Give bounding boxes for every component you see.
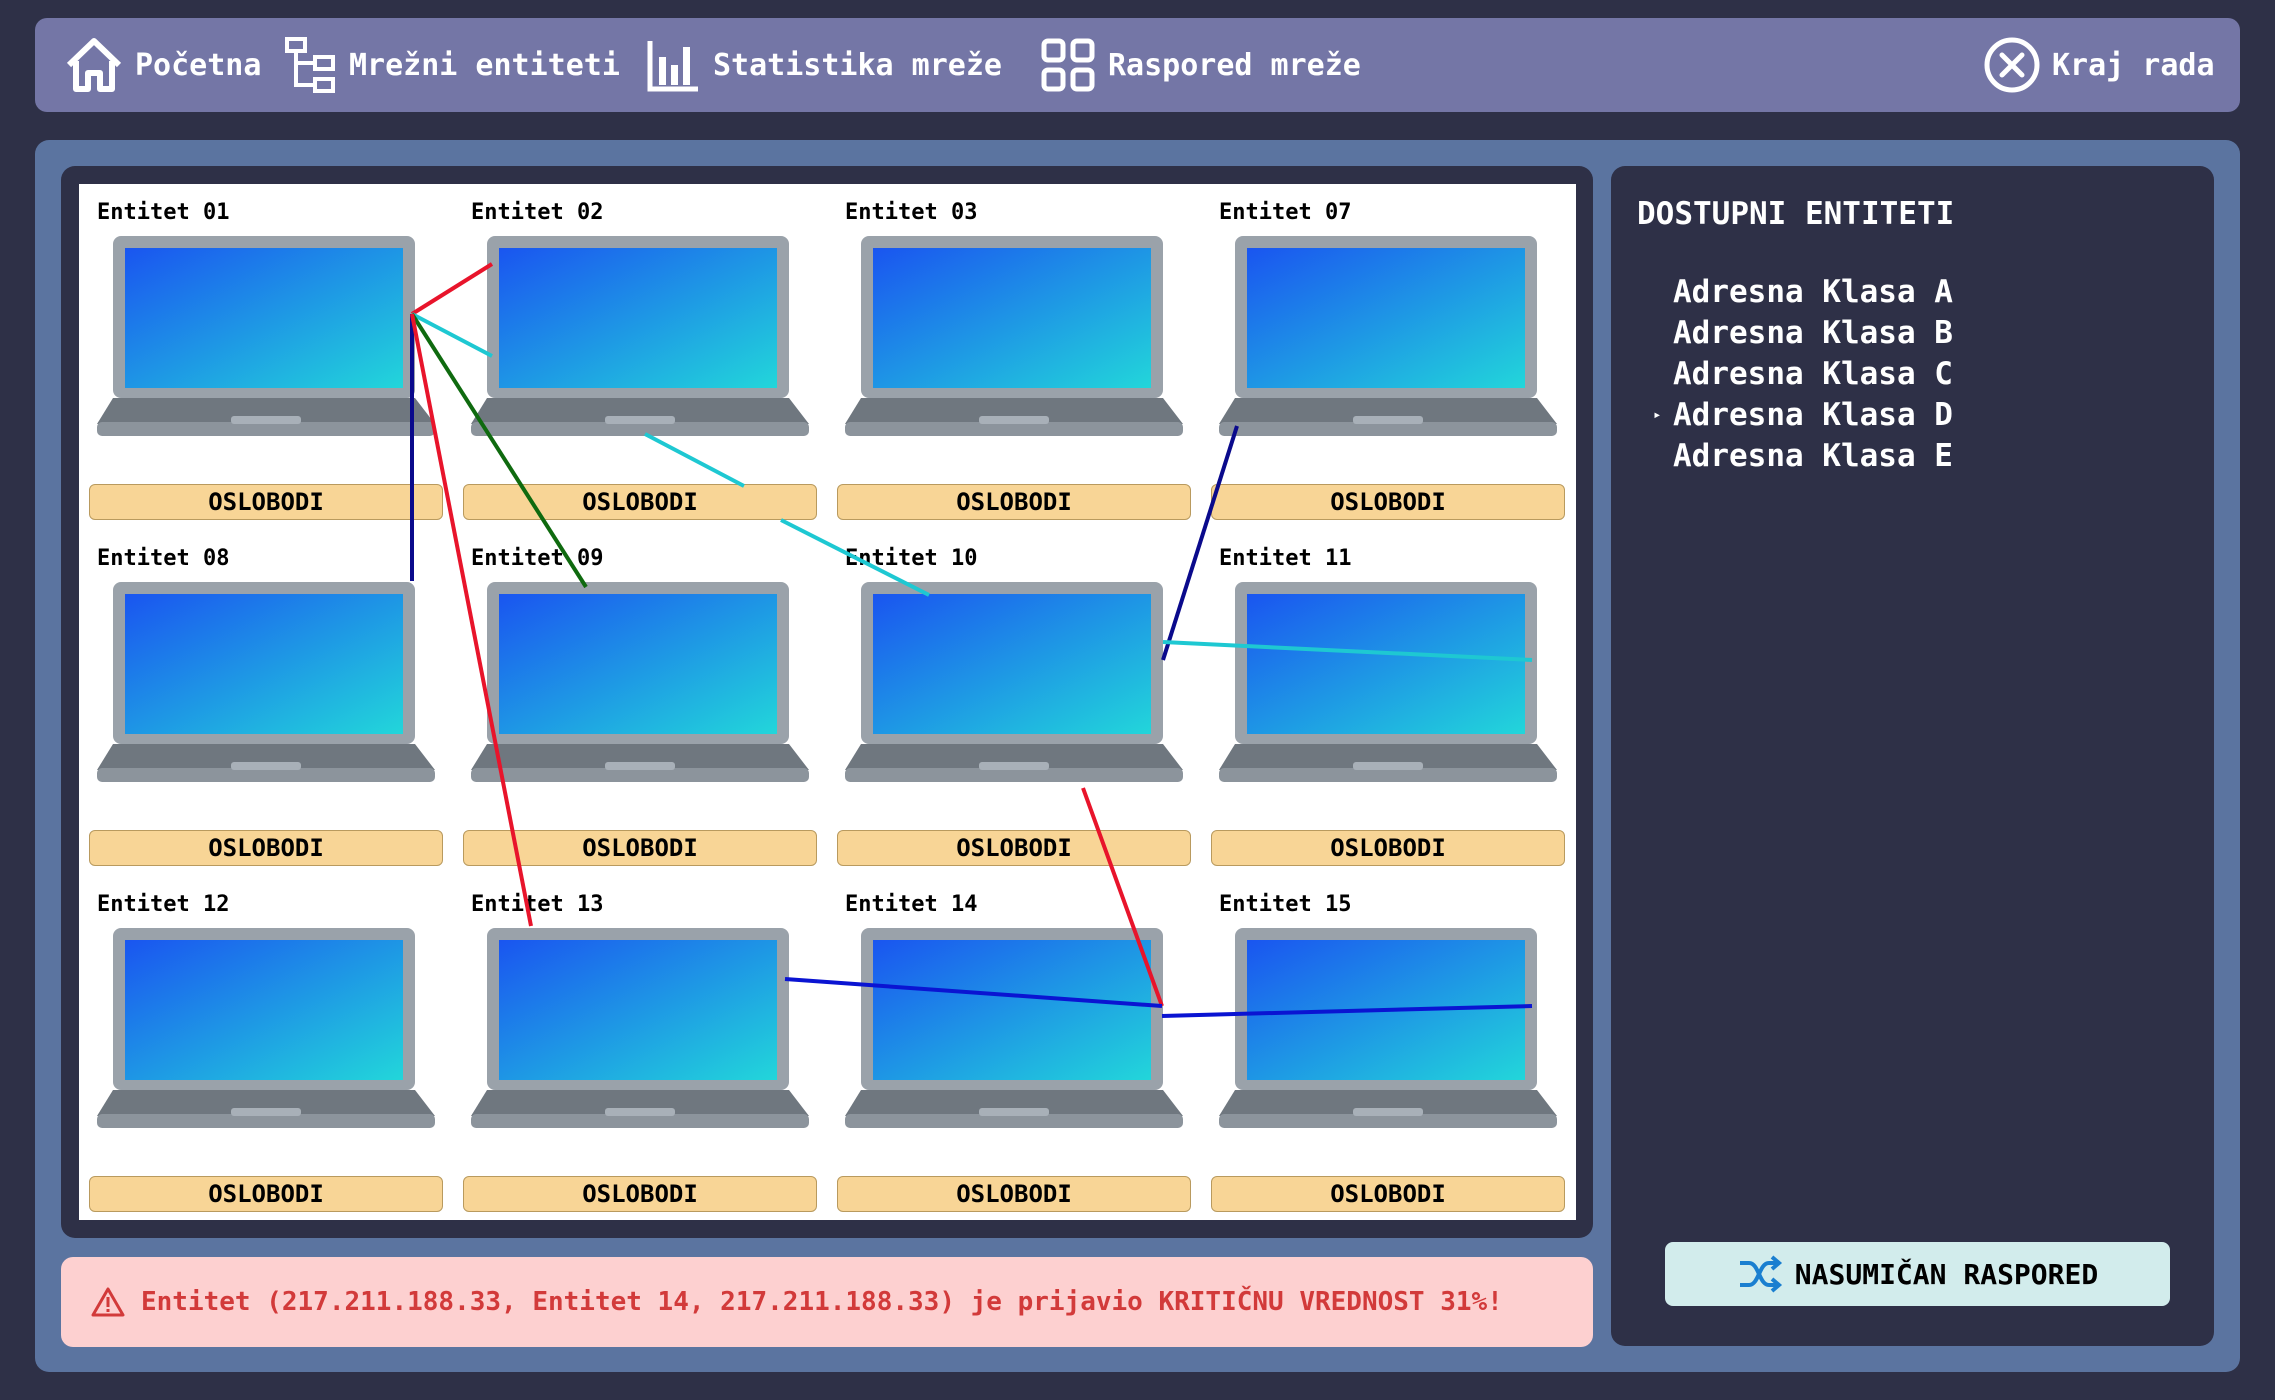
nav-statistics[interactable]: Statistika mreže bbox=[645, 18, 1002, 112]
warning-icon bbox=[91, 1287, 125, 1317]
exit-label: Kraj rada bbox=[2052, 47, 2215, 83]
release-button[interactable]: OSLOBODI bbox=[463, 830, 817, 866]
laptop-icon bbox=[97, 236, 435, 436]
entity-title: Entitet 07 bbox=[1219, 200, 1352, 225]
address-class-d[interactable]: ▸ Adresna Klasa D bbox=[1653, 395, 1953, 436]
release-button[interactable]: OSLOBODI bbox=[463, 1176, 817, 1212]
entity-title: Entitet 09 bbox=[471, 546, 604, 571]
nav-home-label: Početna bbox=[135, 47, 262, 83]
entity-title: Entitet 12 bbox=[97, 892, 230, 917]
release-button[interactable]: OSLOBODI bbox=[837, 830, 1191, 866]
entity-cell: Entitet 14 OSLOBODI bbox=[827, 876, 1201, 1222]
nav-entities-label: Mrežni entiteti bbox=[349, 47, 620, 83]
laptop-icon bbox=[97, 582, 435, 782]
entity-cell: Entitet 15 OSLOBODI bbox=[1201, 876, 1575, 1222]
entity-cell: Entitet 13 OSLOBODI bbox=[453, 876, 827, 1222]
top-nav: Početna Mrežni entiteti Statistika mreže… bbox=[35, 18, 2240, 112]
entity-title: Entitet 01 bbox=[97, 200, 230, 225]
address-class-e-label: Adresna Klasa E bbox=[1673, 438, 1953, 474]
entity-cell: Entitet 03 OSLOBODI bbox=[827, 184, 1201, 530]
side-panel-title: DOSTUPNI ENTITETI bbox=[1637, 196, 1955, 232]
release-button[interactable]: OSLOBODI bbox=[1211, 1176, 1565, 1212]
release-button[interactable]: OSLOBODI bbox=[1211, 484, 1565, 520]
release-button[interactable]: OSLOBODI bbox=[837, 1176, 1191, 1212]
address-class-a-label: Adresna Klasa A bbox=[1673, 274, 1953, 310]
alert-message: Entitet (217.211.188.33, Entitet 14, 217… bbox=[141, 1287, 1503, 1317]
shuffle-label: NASUMIČAN RASPORED bbox=[1794, 1257, 2099, 1291]
nav-home[interactable]: Početna bbox=[63, 18, 261, 112]
available-entities-panel: DOSTUPNI ENTITETI Adresna Klasa A Adresn… bbox=[1611, 166, 2214, 1346]
release-button[interactable]: OSLOBODI bbox=[89, 1176, 443, 1212]
nav-statistics-label: Statistika mreže bbox=[713, 47, 1002, 83]
address-class-b-label: Adresna Klasa B bbox=[1673, 315, 1953, 351]
entity-cell: Entitet 11 OSLOBODI bbox=[1201, 530, 1575, 876]
grid-icon bbox=[1041, 38, 1095, 92]
release-button[interactable]: OSLOBODI bbox=[89, 484, 443, 520]
address-class-c[interactable]: Adresna Klasa C bbox=[1673, 354, 1953, 395]
home-icon bbox=[66, 38, 122, 92]
entity-cell: Entitet 01 OSLOBODI bbox=[79, 184, 453, 530]
entity-title: Entitet 11 bbox=[1219, 546, 1352, 571]
exit-button[interactable]: Kraj rada bbox=[1982, 18, 2215, 112]
entity-title: Entitet 15 bbox=[1219, 892, 1352, 917]
entity-title: Entitet 13 bbox=[471, 892, 604, 917]
entity-title: Entitet 02 bbox=[471, 200, 604, 225]
nav-layout-label: Raspored mreže bbox=[1108, 47, 1361, 83]
address-class-a[interactable]: Adresna Klasa A bbox=[1673, 272, 1953, 313]
shuffle-layout-button[interactable]: NASUMIČAN RASPORED bbox=[1665, 1242, 2170, 1306]
address-class-list: Adresna Klasa A Adresna Klasa B Adresna … bbox=[1653, 272, 1953, 477]
address-class-b[interactable]: Adresna Klasa B bbox=[1673, 313, 1953, 354]
hierarchy-icon bbox=[285, 37, 335, 93]
laptop-icon bbox=[845, 236, 1183, 436]
laptop-icon bbox=[471, 582, 809, 782]
entity-title: Entitet 10 bbox=[845, 546, 978, 571]
bar-chart-icon bbox=[647, 41, 698, 92]
critical-alert: Entitet (217.211.188.33, Entitet 14, 217… bbox=[61, 1257, 1593, 1347]
release-button[interactable]: OSLOBODI bbox=[1211, 830, 1565, 866]
close-circle-icon bbox=[1984, 37, 2040, 93]
entity-cell: Entitet 07 OSLOBODI bbox=[1201, 184, 1575, 530]
entity-title: Entitet 08 bbox=[97, 546, 230, 571]
entity-cell: Entitet 09 OSLOBODI bbox=[453, 530, 827, 876]
entity-cell: Entitet 12 OSLOBODI bbox=[79, 876, 453, 1222]
laptop-icon bbox=[1219, 928, 1557, 1128]
laptop-icon bbox=[471, 236, 809, 436]
address-class-d-label: Adresna Klasa D bbox=[1673, 397, 1953, 433]
address-class-c-label: Adresna Klasa C bbox=[1673, 356, 1953, 392]
nav-entities[interactable]: Mrežni entiteti bbox=[283, 18, 620, 112]
laptop-icon bbox=[97, 928, 435, 1128]
laptop-icon bbox=[1219, 236, 1557, 436]
nav-layout[interactable]: Raspored mreže bbox=[1038, 18, 1361, 112]
release-button[interactable]: OSLOBODI bbox=[837, 484, 1191, 520]
entity-cell: Entitet 10 OSLOBODI bbox=[827, 530, 1201, 876]
address-class-e[interactable]: Adresna Klasa E bbox=[1673, 436, 1953, 477]
entity-title: Entitet 03 bbox=[845, 200, 978, 225]
caret-right-icon: ▸ bbox=[1653, 407, 1662, 423]
release-button[interactable]: OSLOBODI bbox=[89, 830, 443, 866]
laptop-icon bbox=[1219, 582, 1557, 782]
laptop-icon bbox=[471, 928, 809, 1128]
laptop-icon bbox=[845, 928, 1183, 1128]
entity-cell: Entitet 02 OSLOBODI bbox=[453, 184, 827, 530]
release-button[interactable]: OSLOBODI bbox=[463, 484, 817, 520]
laptop-icon bbox=[845, 582, 1183, 782]
entity-title: Entitet 14 bbox=[845, 892, 978, 917]
shuffle-icon bbox=[1739, 1255, 1782, 1293]
entity-cell: Entitet 08 OSLOBODI bbox=[79, 530, 453, 876]
